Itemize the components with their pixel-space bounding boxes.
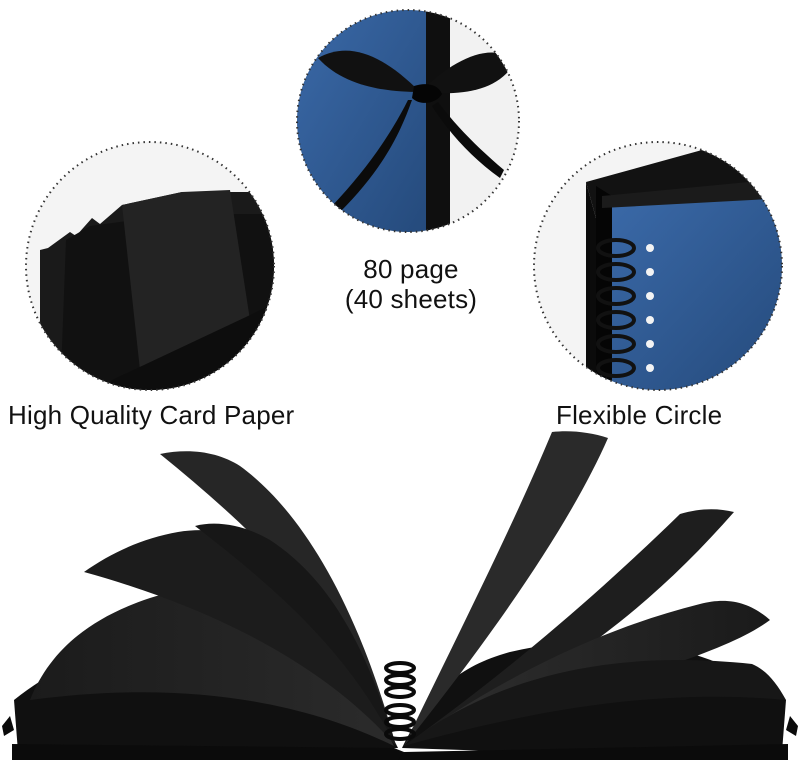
card-paper-caption: High Quality Card Paper: [8, 400, 294, 430]
page-count-line-1: 80 page: [363, 254, 459, 284]
flexible-circle-caption-text: Flexible Circle: [556, 400, 723, 430]
open-album-illustration: [2, 431, 798, 760]
page-count-line-2: (40 sheets): [344, 284, 478, 314]
card-paper-caption-text: High Quality Card Paper: [8, 400, 295, 430]
page-count-caption: 80 page (40 sheets): [336, 254, 486, 314]
flexible-circle-caption: Flexible Circle: [556, 400, 722, 430]
card-paper-detail-circle: [25, 141, 275, 391]
ribbon-cover-detail-circle: [296, 9, 520, 233]
spiral-binding-detail-circle: [533, 141, 783, 391]
